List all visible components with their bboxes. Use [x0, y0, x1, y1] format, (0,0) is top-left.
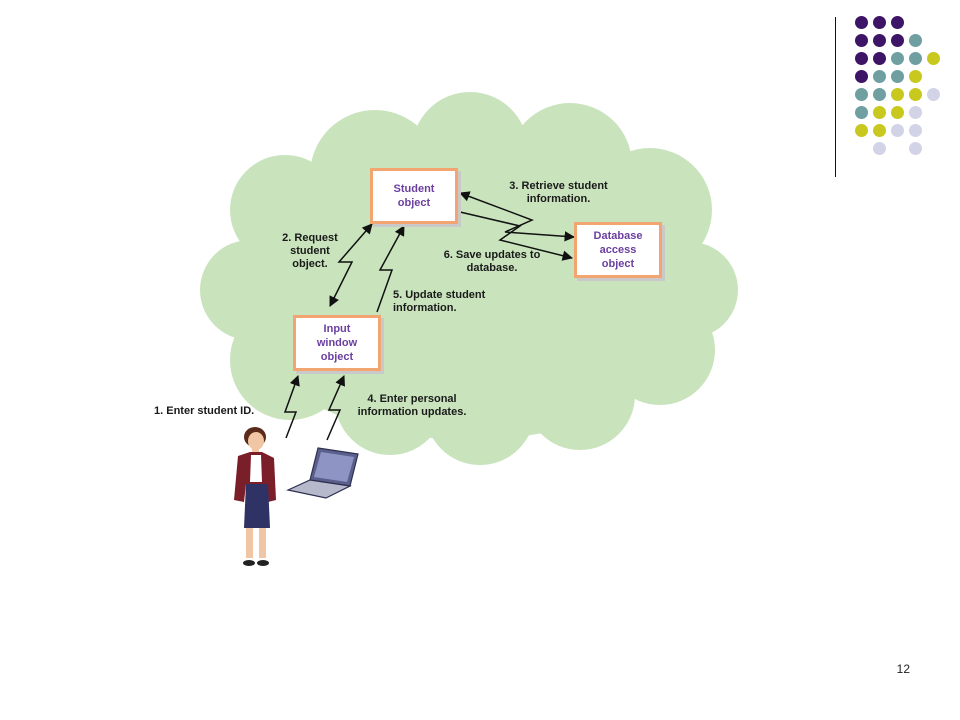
step-2-label: 2. Request student object.: [282, 232, 338, 270]
arrow-save-updates: [459, 211, 574, 261]
decorative-dot: [891, 124, 904, 137]
decorative-dot: [891, 16, 904, 29]
decorative-dot: [855, 124, 868, 137]
decorative-dot: [909, 34, 922, 47]
decorative-dot: [891, 34, 904, 47]
decorative-dot: [909, 52, 922, 65]
page-number: 12: [896, 662, 910, 676]
arrow-update-student-information: [376, 225, 405, 313]
decorative-dot: [909, 88, 922, 101]
step-3-label: 3. Retrieve student information.: [509, 180, 608, 205]
arrow-request-student-object: [329, 223, 373, 307]
woman-figure-icon: [234, 427, 276, 566]
decorative-dot: [873, 124, 886, 137]
decorative-dot: [909, 70, 922, 83]
decorative-dot: [873, 70, 886, 83]
decorative-dot: [927, 52, 940, 65]
decorative-dot: [873, 88, 886, 101]
decorative-dot: [855, 16, 868, 29]
decorative-dot: [909, 142, 922, 155]
decorative-dot: [891, 70, 904, 83]
step-4-label: 4. Enter personal information updates.: [357, 393, 467, 418]
decorative-dot: [891, 52, 904, 65]
step-6-label: 6. Save updates to database.: [443, 249, 541, 274]
decorative-dot: [891, 88, 904, 101]
decorative-dot: [891, 106, 904, 119]
input-window-object-box: Input window object: [293, 315, 381, 371]
cloud-shape: [200, 92, 738, 465]
decorative-dot: [909, 106, 922, 119]
step-1-label: 1. Enter student ID.: [154, 405, 255, 417]
arrow-enter-student-id: [283, 375, 300, 439]
decorative-dot: [873, 142, 886, 155]
decorative-divider: [835, 17, 836, 177]
decorative-dot: [855, 70, 868, 83]
decorative-dot: [855, 34, 868, 47]
laptop-icon: [286, 447, 359, 499]
decorative-dot: [873, 34, 886, 47]
step-5-label: 5. Update student information.: [393, 289, 486, 314]
decorative-dot: [855, 106, 868, 119]
student-object-box: Student object: [370, 168, 458, 224]
decorative-dot: [873, 106, 886, 119]
decorative-dot: [855, 88, 868, 101]
database-access-object-box: Database access object: [574, 222, 662, 278]
decorative-dot: [873, 16, 886, 29]
decorative-dot: [855, 52, 868, 65]
arrow-enter-personal-information: [326, 375, 345, 441]
decorative-dot: [927, 88, 940, 101]
decorative-dot: [873, 52, 886, 65]
decorative-dot: [909, 124, 922, 137]
